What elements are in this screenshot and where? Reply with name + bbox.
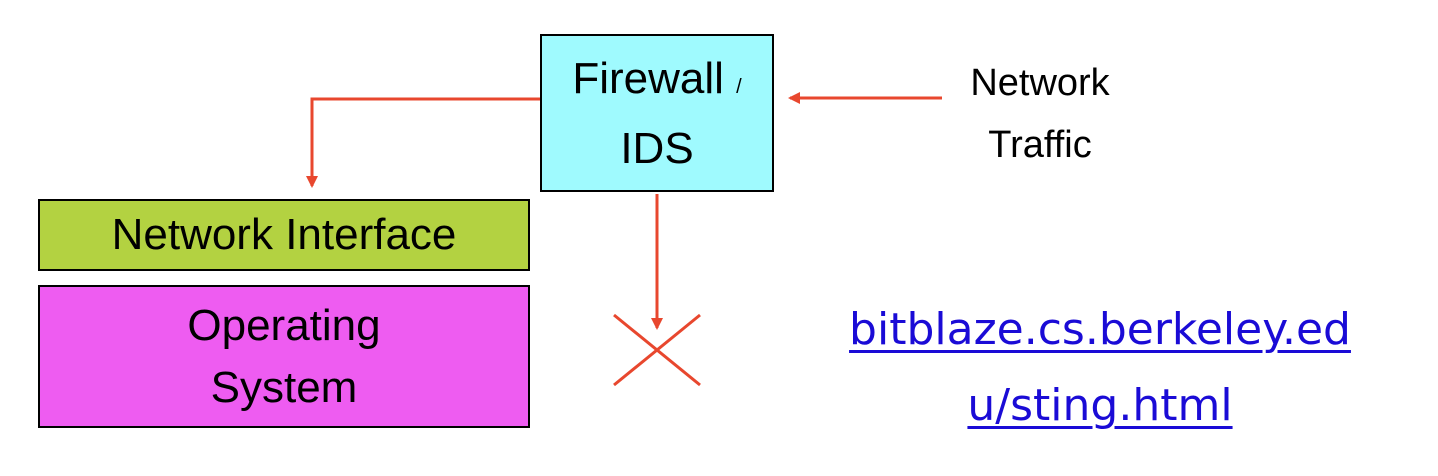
sting-link[interactable]: bitblaze.cs.berkeley.ed u/sting.html bbox=[770, 292, 1430, 444]
operating-system-box: Operating System bbox=[38, 285, 530, 428]
firewall-slash: / bbox=[736, 76, 742, 98]
operating-system-line1: Operating bbox=[187, 301, 381, 350]
blocked-x-icon bbox=[613, 313, 701, 387]
network-traffic-label: Network Traffic bbox=[930, 52, 1150, 176]
firewall-line1: Firewall / bbox=[572, 54, 742, 103]
firewall-to-interface-arrow bbox=[306, 97, 540, 188]
sting-link-line1[interactable]: bitblaze.cs.berkeley.ed bbox=[849, 304, 1351, 355]
network-traffic-line1: Network bbox=[970, 62, 1110, 104]
sting-link-line2[interactable]: u/sting.html bbox=[967, 380, 1233, 431]
network-traffic-line2: Traffic bbox=[988, 124, 1092, 166]
network-interface-label: Network Interface bbox=[111, 210, 457, 259]
firewall-ids-box: Firewall / IDS bbox=[540, 34, 774, 192]
operating-system-line2: System bbox=[210, 363, 358, 412]
firewall-line2: IDS bbox=[620, 124, 694, 173]
network-interface-box: Network Interface bbox=[38, 199, 530, 271]
